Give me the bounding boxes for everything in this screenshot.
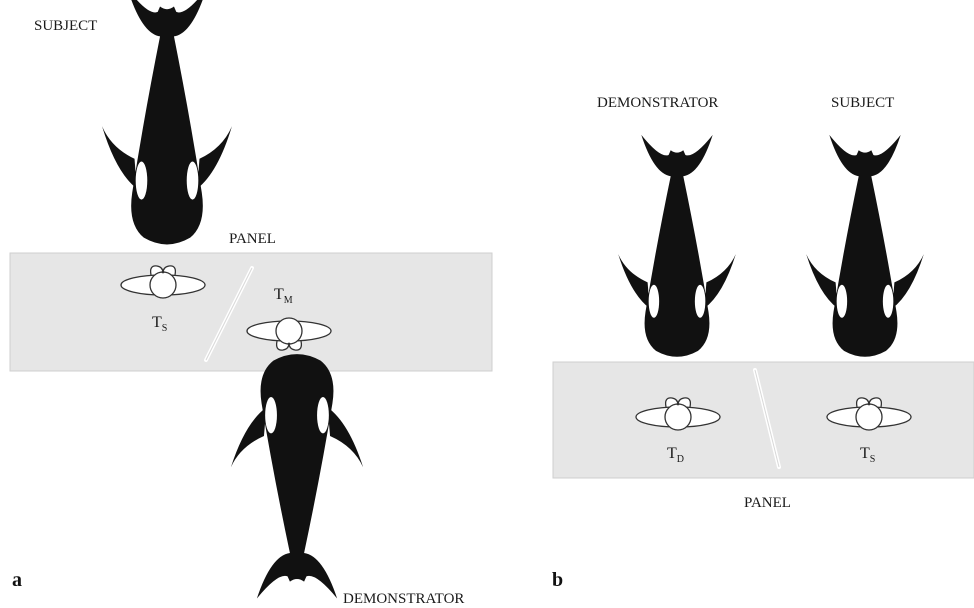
panel-b: DEMONSTRATOR SUBJECT TD TS PANEL b <box>552 95 974 591</box>
panel-letter-a: a <box>12 569 22 591</box>
demonstrator-whale-a <box>231 354 363 598</box>
subject-label-a: SUBJECT <box>34 18 97 34</box>
subject-label-b: SUBJECT <box>831 95 894 111</box>
demonstrator-whale-b <box>618 135 736 357</box>
panel-label-a: PANEL <box>229 231 276 247</box>
demonstrator-label-b: DEMONSTRATOR <box>597 95 718 111</box>
subject-whale-b <box>806 135 924 357</box>
demonstrator-label-a: DEMONSTRATOR <box>343 591 464 607</box>
panel-label-b: PANEL <box>744 495 791 511</box>
panel-b-barrier <box>553 362 974 478</box>
subject-whale-a <box>102 0 232 244</box>
panel-letter-b: b <box>552 569 563 591</box>
panel-a: SUBJECT PANEL TS TM a DEMONSTRATOR <box>10 0 492 607</box>
